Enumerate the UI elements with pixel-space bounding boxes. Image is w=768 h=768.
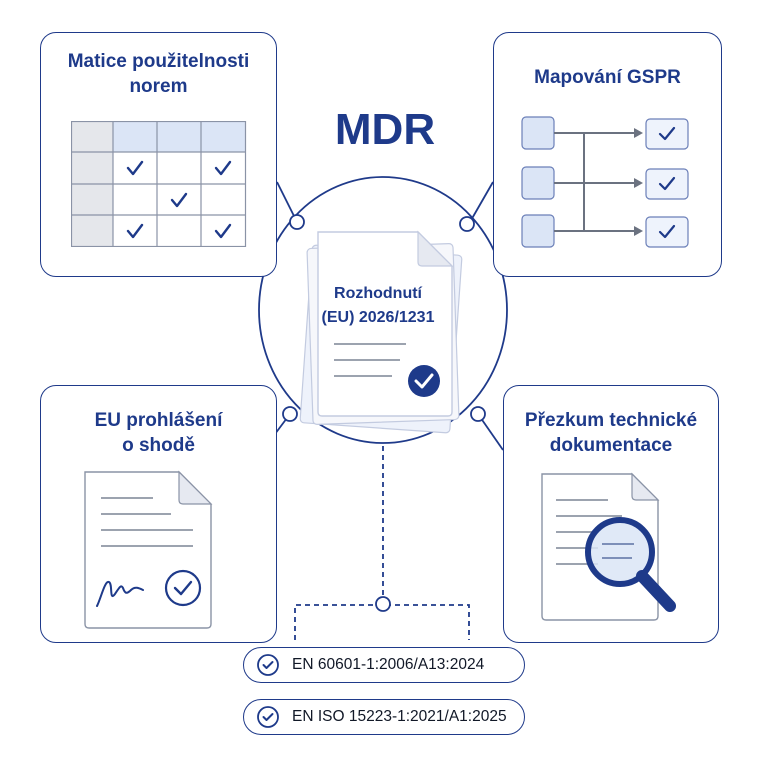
card-standards-matrix-title: Matice použitelnosti norem [41,49,276,99]
decision-document-label: Rozhodnutí (EU) 2026/1231 [319,282,437,330]
card-title-line1: Matice použitelnosti [67,51,250,72]
connector-tr [469,181,494,223]
decision-label-line2: (EU) 2026/1231 [321,309,435,326]
card-tech-doc-review[interactable]: Přezkum technické dokumentace [503,385,719,643]
document-stack-icon [299,230,463,434]
standard-label: EN 60601-1:2006/A13:2024 [292,656,485,673]
node-tl [289,214,305,230]
card-title-line1: EU prohlášení [94,410,223,431]
check-circle-icon [257,654,279,676]
mdr-title: MDR [334,105,436,154]
node-bottom [375,596,391,612]
card-title-line2: dokumentace [549,435,673,456]
central-circle [258,176,508,444]
card-gspr-mapping[interactable]: Mapování GSPR [493,32,722,277]
card-title-line1: Přezkum technické [524,410,698,431]
check-circle-icon [257,706,279,728]
check-matrix-icon [71,121,247,247]
card-title-line2: o shodě [122,435,195,456]
decision-label-line1: Rozhodnutí [334,285,422,302]
card-title-line2: norem [129,76,188,97]
node-tr [459,216,475,232]
card-eu-declaration-title: EU prohlášení o shodě [41,408,276,458]
card-standards-matrix[interactable]: Matice použitelnosti norem [40,32,277,277]
node-br [470,406,486,422]
node-bl [282,406,298,422]
card-tech-doc-review-title: Přezkum technické dokumentace [504,408,718,458]
mapping-flow-icon [521,116,689,248]
card-gspr-mapping-title: Mapování GSPR [534,67,681,88]
card-eu-declaration[interactable]: EU prohlášení o shodě [40,385,277,643]
standard-label: EN ISO 15223-1:2021/A1:2025 [292,708,507,725]
standard-pill-2[interactable]: EN ISO 15223-1:2021/A1:2025 [243,699,525,735]
standard-pill-1[interactable]: EN 60601-1:2006/A13:2024 [243,647,525,683]
signed-document-icon [84,470,213,629]
magnifier-document-icon [541,472,676,621]
